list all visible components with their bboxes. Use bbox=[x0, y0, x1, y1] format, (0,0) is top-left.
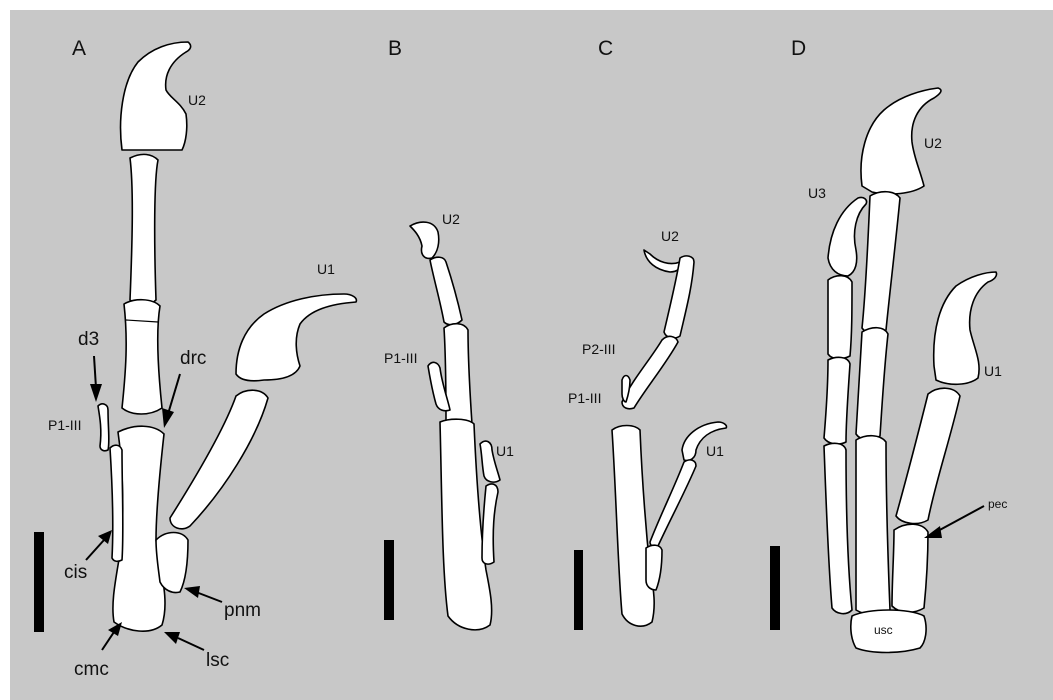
label-a-lsc: lsc bbox=[206, 650, 229, 671]
figure-svg: A U2 U1 d3 drc P1-III cis pnm cmc lsc bbox=[10, 10, 1053, 700]
label-d-pec: pec bbox=[988, 497, 1007, 511]
label-d-usc: usc bbox=[874, 623, 893, 637]
scale-bar-c bbox=[574, 550, 583, 630]
label-c-u1: U1 bbox=[706, 443, 724, 459]
label-a-cis: cis bbox=[64, 562, 87, 583]
label-a-u2: U2 bbox=[188, 92, 206, 108]
label-a-drc: drc bbox=[180, 348, 206, 369]
label-c-p1iii: P1-III bbox=[568, 390, 601, 406]
scale-bar-a bbox=[34, 532, 44, 632]
label-b-u2: U2 bbox=[442, 211, 460, 227]
carpal-pnm-a bbox=[156, 533, 188, 593]
label-b-u1: U1 bbox=[496, 443, 514, 459]
label-d-u1: U1 bbox=[984, 363, 1002, 379]
phalanx-a-1 bbox=[130, 154, 158, 304]
panel-letter-b: B bbox=[388, 37, 402, 60]
scale-bar-d bbox=[770, 546, 780, 630]
label-d-u3: U3 bbox=[808, 185, 826, 201]
label-a-d3: d3 bbox=[78, 329, 99, 350]
metacarpal-i-d bbox=[892, 524, 928, 612]
panel-letter-d: D bbox=[791, 37, 806, 60]
label-d-u2: U2 bbox=[924, 135, 942, 151]
label-a-cmc: cmc bbox=[74, 659, 109, 680]
figure-panel: A U2 U1 d3 drc P1-III cis pnm cmc lsc bbox=[10, 10, 1053, 700]
label-a-pnm: pnm bbox=[224, 600, 261, 621]
phalanx-d-left-2 bbox=[824, 357, 850, 444]
panel-letter-a: A bbox=[72, 37, 86, 60]
scale-bar-b bbox=[384, 540, 394, 620]
metacarpal-d-central bbox=[856, 436, 890, 615]
metacarpal-thin-a bbox=[110, 445, 123, 561]
phalanx-d-left-1 bbox=[828, 276, 852, 359]
phalanx-a-2 bbox=[122, 300, 162, 414]
label-a-p1iii: P1-III bbox=[48, 417, 81, 433]
label-c-u2: U2 bbox=[661, 228, 679, 244]
label-c-p2iii: P2-III bbox=[582, 341, 615, 357]
panel-letter-c: C bbox=[598, 37, 613, 60]
label-b-p1iii: P1-III bbox=[384, 350, 417, 366]
label-a-u1: U1 bbox=[317, 261, 335, 277]
phalanx-b-2 bbox=[444, 324, 472, 429]
